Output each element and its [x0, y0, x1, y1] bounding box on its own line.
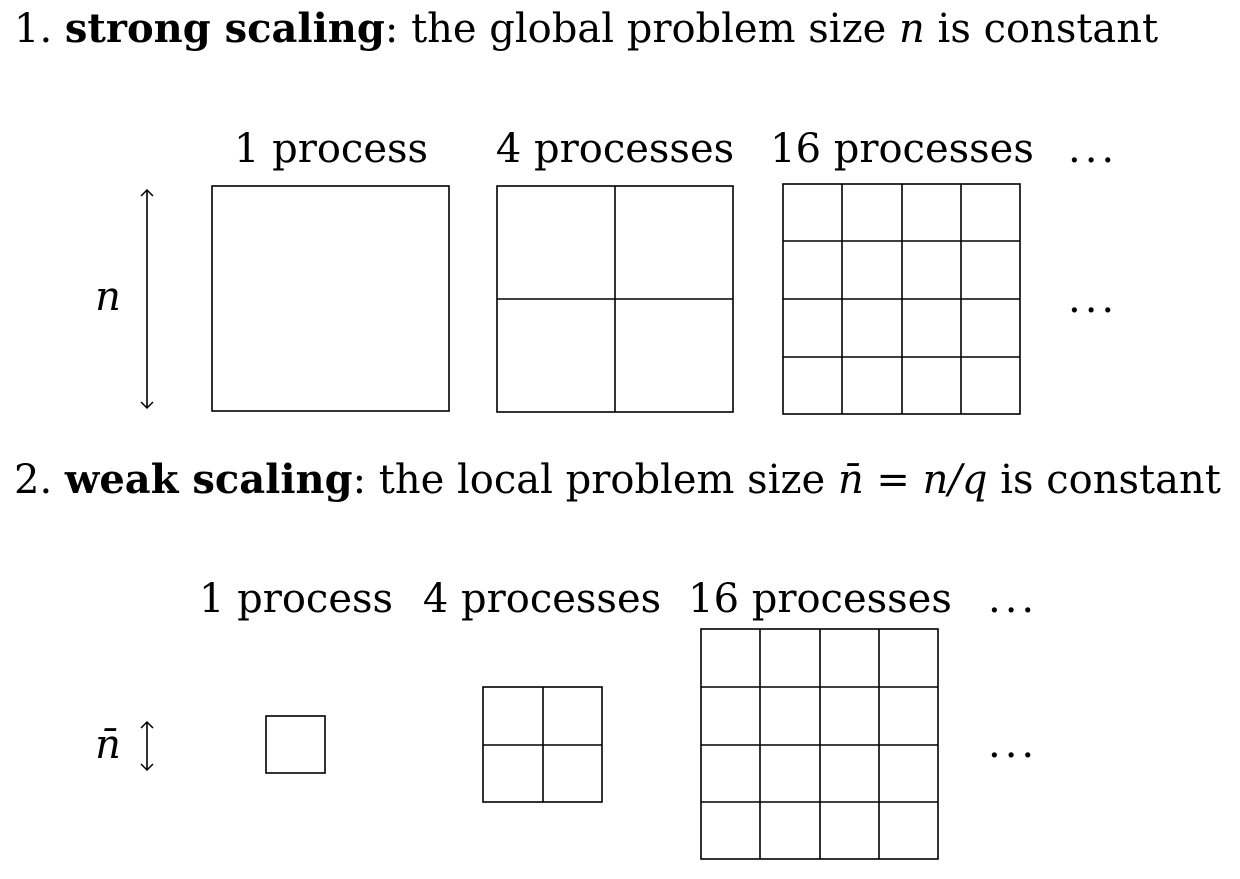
weak-row-ellipsis: ... — [988, 721, 1038, 767]
weak-grid-1 — [265, 715, 326, 774]
weak-scaling-heading: 2. weak scaling: the local problem size … — [14, 456, 1221, 503]
strong-label-4-processes: 4 processes — [496, 126, 734, 172]
strong-label-ellipsis: ... — [1068, 126, 1118, 172]
strong-label-16-processes: 16 processes — [770, 126, 1034, 172]
strong-grid-1 — [211, 185, 450, 412]
strong-grid-4 — [496, 185, 734, 413]
strong-grid-16 — [782, 183, 1021, 415]
strong-label-1-process: 1 process — [234, 126, 428, 172]
weak-dimension-label: n̄ — [95, 722, 121, 768]
weak-grid-4 — [482, 686, 603, 803]
weak-grid-16 — [700, 628, 939, 860]
weak-label-ellipsis: ... — [988, 576, 1038, 622]
strong-dimension-label: n — [95, 274, 121, 320]
strong-row-ellipsis: ... — [1068, 276, 1118, 322]
strong-scaling-heading: 1. strong scaling: the global problem si… — [14, 5, 1158, 52]
weak-label-16-processes: 16 processes — [688, 576, 952, 622]
weak-label-1-process: 1 process — [199, 576, 393, 622]
weak-label-4-processes: 4 processes — [423, 576, 661, 622]
